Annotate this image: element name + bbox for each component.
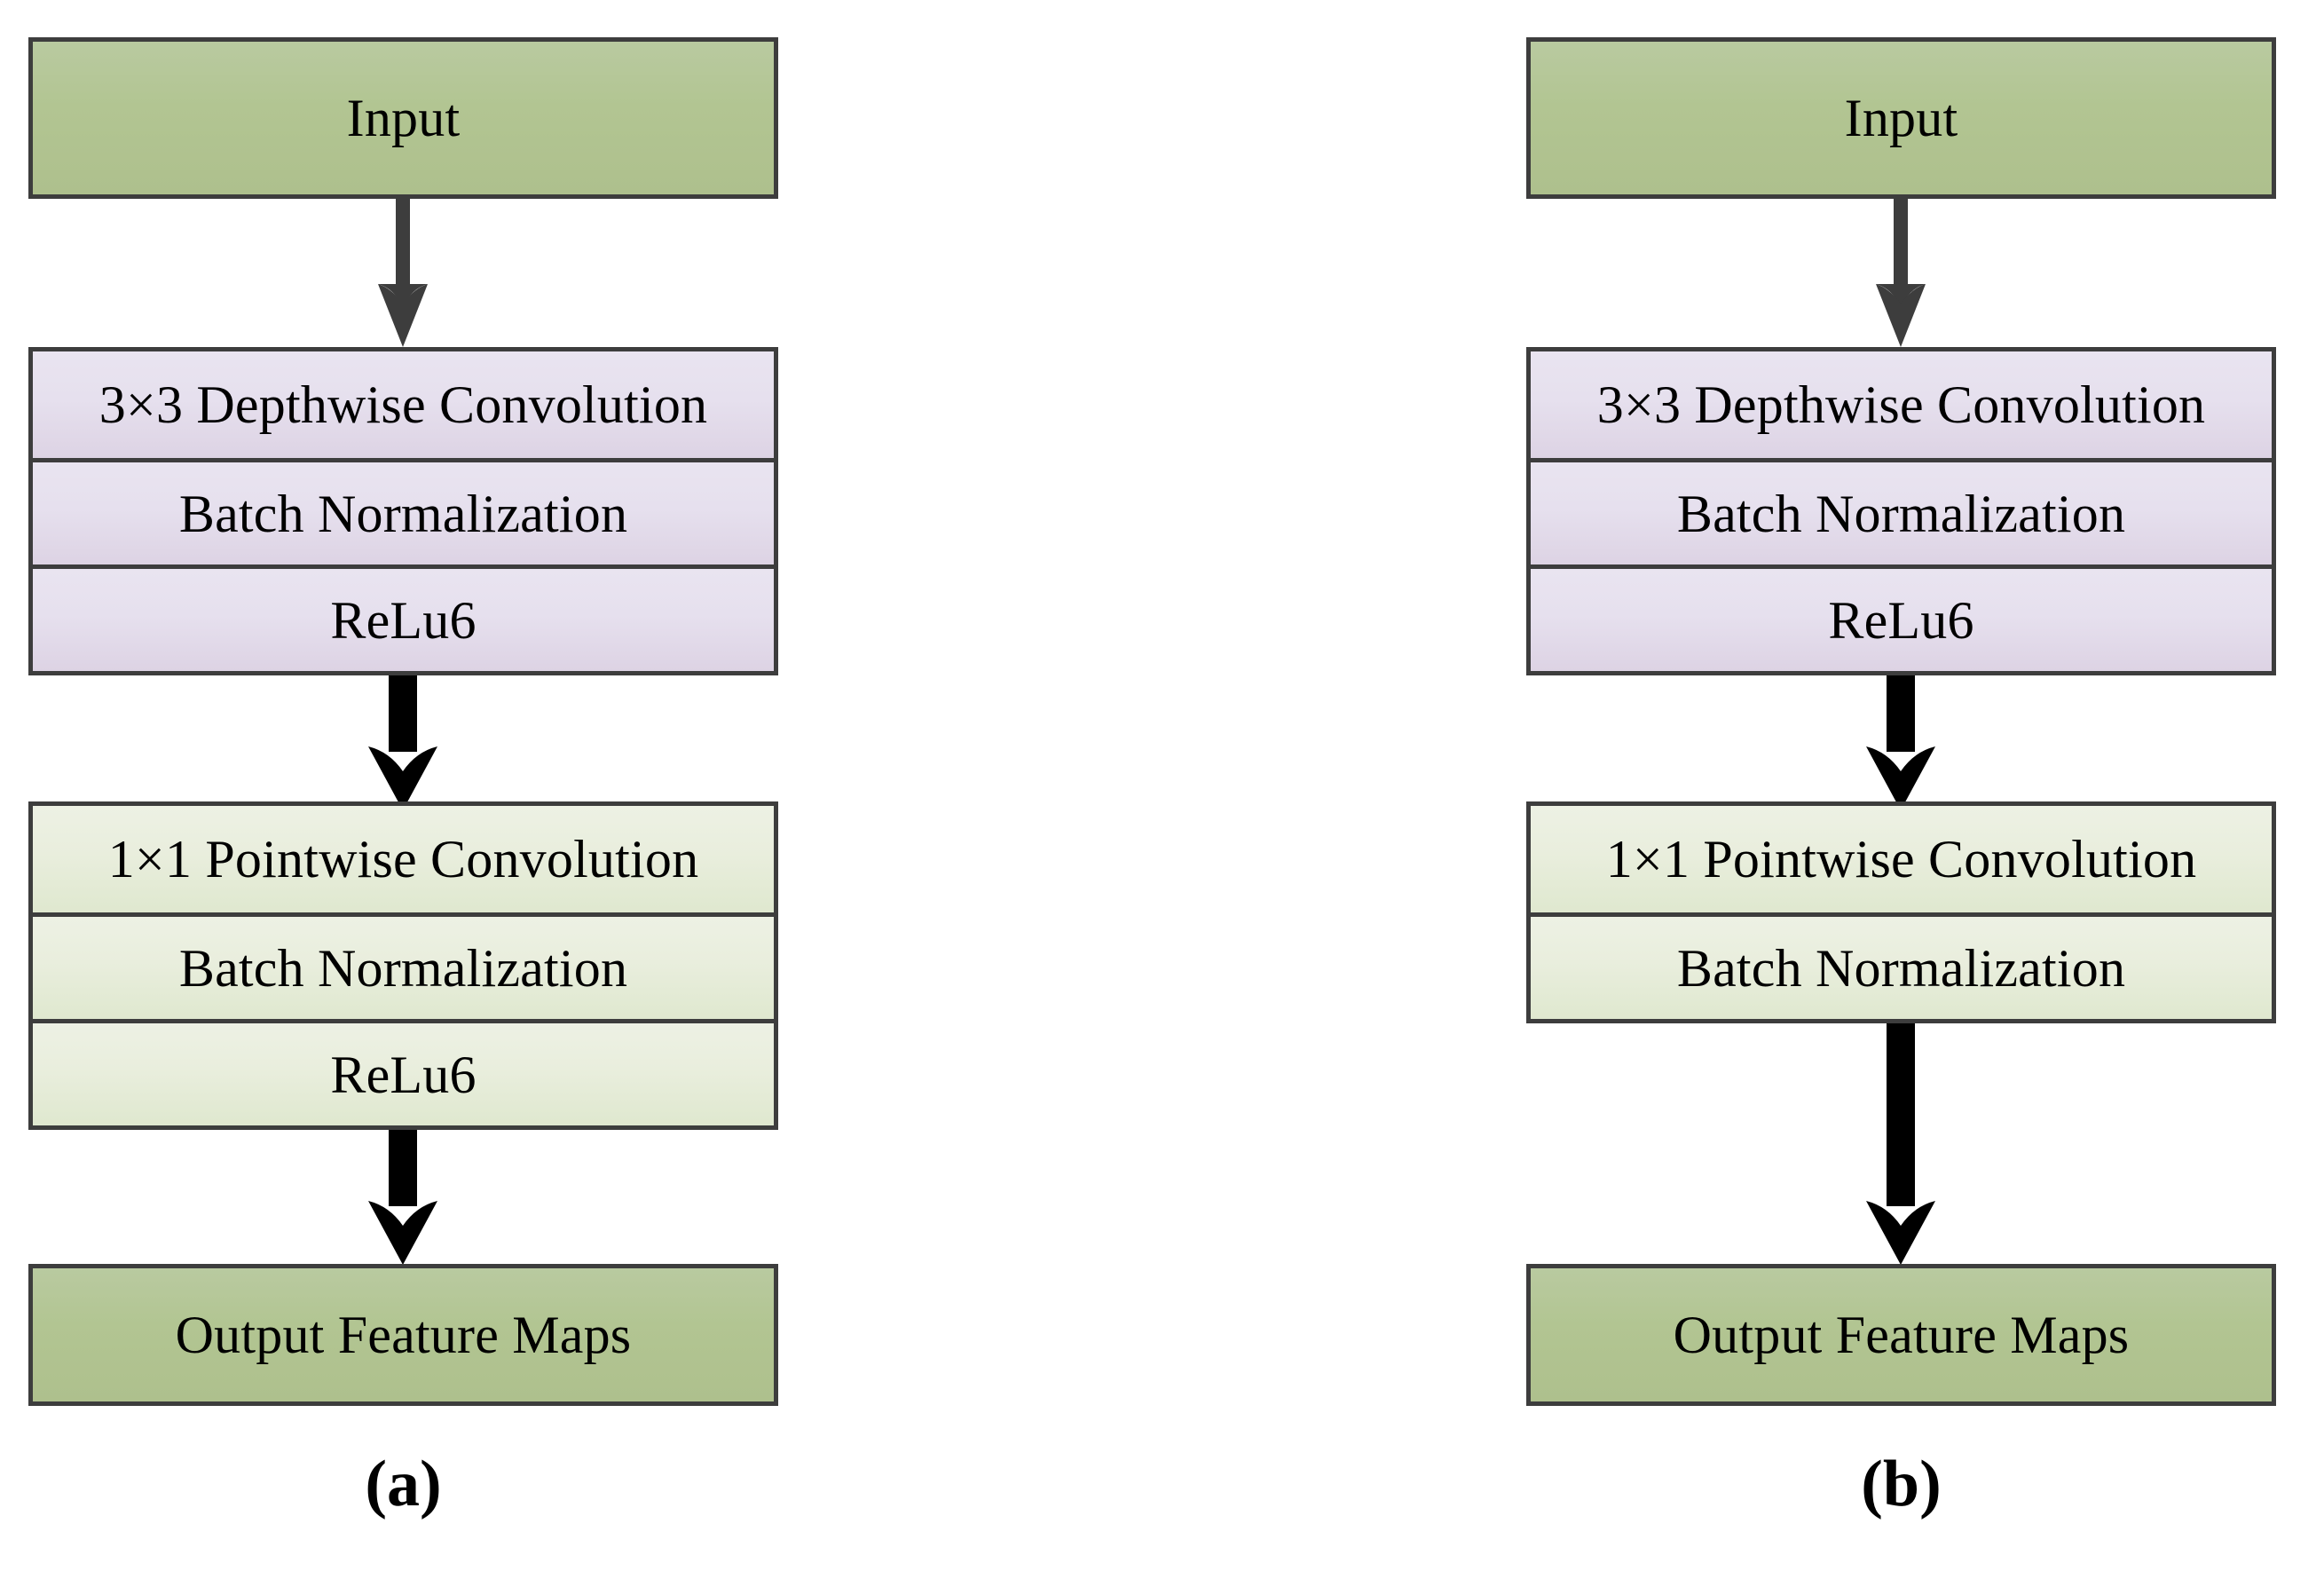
arrow-pointwise-to-output-a <box>354 1130 452 1265</box>
input-label-a: Input <box>346 89 461 147</box>
depthwise-row-conv-a: 3×3 Depthwise Convolution <box>33 351 774 458</box>
pointwise-row-conv-b: 1×1 Pointwise Convolution <box>1531 806 2272 912</box>
input-block-a: Input <box>28 37 778 199</box>
output-label-a: Output Feature Maps <box>175 1306 632 1364</box>
arrow-input-to-depthwise-b <box>1860 199 1942 347</box>
panel-caption-b: (b) <box>1861 1448 1942 1520</box>
panel-b: Input 3×3 Depthwise Convolution Batch No… <box>1526 0 2276 1571</box>
pointwise-row-relu6-a: ReLu6 <box>33 1019 774 1125</box>
pointwise-row-batchnorm-b: Batch Normalization <box>1531 912 2272 1019</box>
arrow-depthwise-to-pointwise-a <box>354 675 452 810</box>
output-block-a: Output Feature Maps <box>28 1264 778 1406</box>
input-label-b: Input <box>1844 89 1958 147</box>
output-block-b: Output Feature Maps <box>1526 1264 2276 1406</box>
pointwise-row-batchnorm-a: Batch Normalization <box>33 912 774 1019</box>
depthwise-block-a: 3×3 Depthwise Convolution Batch Normaliz… <box>28 347 778 675</box>
depthwise-row-conv-b: 3×3 Depthwise Convolution <box>1531 351 2272 458</box>
panel-caption-a: (a) <box>365 1448 442 1520</box>
arrow-depthwise-to-pointwise-b <box>1852 675 1950 810</box>
depthwise-row-relu6-b: ReLu6 <box>1531 564 2272 671</box>
depthwise-row-batchnorm-b: Batch Normalization <box>1531 458 2272 564</box>
pointwise-block-a: 1×1 Pointwise Convolution Batch Normaliz… <box>28 801 778 1130</box>
arrow-input-to-depthwise-a <box>362 199 444 347</box>
depthwise-row-batchnorm-a: Batch Normalization <box>33 458 774 564</box>
depthwise-row-relu6-a: ReLu6 <box>33 564 774 671</box>
arrow-pointwise-to-output-b <box>1852 1023 1950 1265</box>
pointwise-block-b: 1×1 Pointwise Convolution Batch Normaliz… <box>1526 801 2276 1023</box>
depthwise-block-b: 3×3 Depthwise Convolution Batch Normaliz… <box>1526 347 2276 675</box>
input-block-b: Input <box>1526 37 2276 199</box>
panel-a: Input 3×3 Depthwise Convolution Batch No… <box>28 0 778 1571</box>
pointwise-row-conv-a: 1×1 Pointwise Convolution <box>33 806 774 912</box>
output-label-b: Output Feature Maps <box>1673 1306 2130 1364</box>
